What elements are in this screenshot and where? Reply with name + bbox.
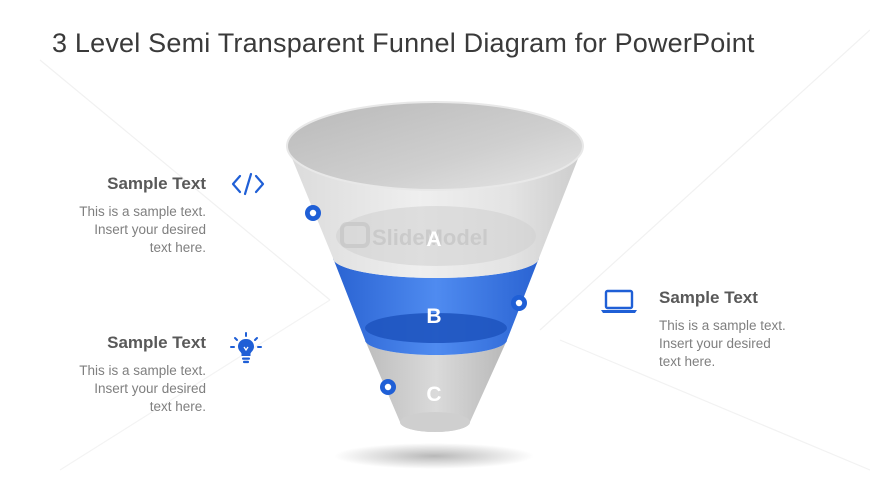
callout-body-line: text here. bbox=[149, 240, 206, 255]
code-icon bbox=[231, 172, 265, 196]
funnel-level-c bbox=[365, 340, 507, 432]
level-label-b: B bbox=[426, 305, 441, 328]
funnel-top-opening bbox=[287, 102, 583, 190]
funnel-level-a-inner bbox=[336, 206, 536, 266]
marker-dot-c bbox=[380, 379, 396, 395]
callout-body: This is a sample text. Insert your desir… bbox=[659, 317, 839, 371]
watermark: SlideModel bbox=[340, 222, 488, 250]
callout-body-line: Insert your desired bbox=[659, 336, 771, 351]
level-label-c: C bbox=[426, 383, 441, 406]
callout-heading: Sample Text bbox=[107, 174, 206, 193]
level-label-a: A bbox=[426, 228, 441, 251]
callout-body-line: text here. bbox=[149, 399, 206, 414]
funnel-tip bbox=[400, 412, 470, 432]
callout-body-line: Insert your desired bbox=[94, 381, 206, 396]
funnel-shadow bbox=[334, 443, 534, 469]
callout-body-line: This is a sample text. bbox=[79, 363, 206, 378]
marker-dot-a bbox=[305, 205, 321, 221]
watermark-text: SlideModel bbox=[372, 225, 488, 250]
callout-right: Sample Text This is a sample text. Inser… bbox=[659, 288, 839, 371]
funnel-level-b-rim bbox=[365, 313, 507, 343]
callout-body-line: This is a sample text. bbox=[79, 204, 206, 219]
funnel-top-rim bbox=[286, 101, 584, 191]
callout-body: This is a sample text. Insert your desir… bbox=[40, 362, 206, 416]
lightbulb-icon bbox=[230, 332, 262, 364]
watermark-logo bbox=[340, 222, 370, 248]
callout-heading: Sample Text bbox=[107, 333, 206, 352]
callout-top-left: Sample Text This is a sample text. Inser… bbox=[40, 174, 206, 257]
callout-body-line: text here. bbox=[659, 354, 716, 369]
callout-bottom-left: Sample Text This is a sample text. Inser… bbox=[40, 333, 206, 416]
callout-body-line: This is a sample text. bbox=[659, 318, 786, 333]
marker-dot-b bbox=[511, 295, 527, 311]
laptop-icon bbox=[601, 289, 637, 313]
callout-body-line: Insert your desired bbox=[94, 222, 206, 237]
callout-heading: Sample Text bbox=[659, 288, 758, 307]
callout-body: This is a sample text. Insert your desir… bbox=[40, 203, 206, 257]
slide-title: 3 Level Semi Transparent Funnel Diagram … bbox=[52, 28, 755, 58]
